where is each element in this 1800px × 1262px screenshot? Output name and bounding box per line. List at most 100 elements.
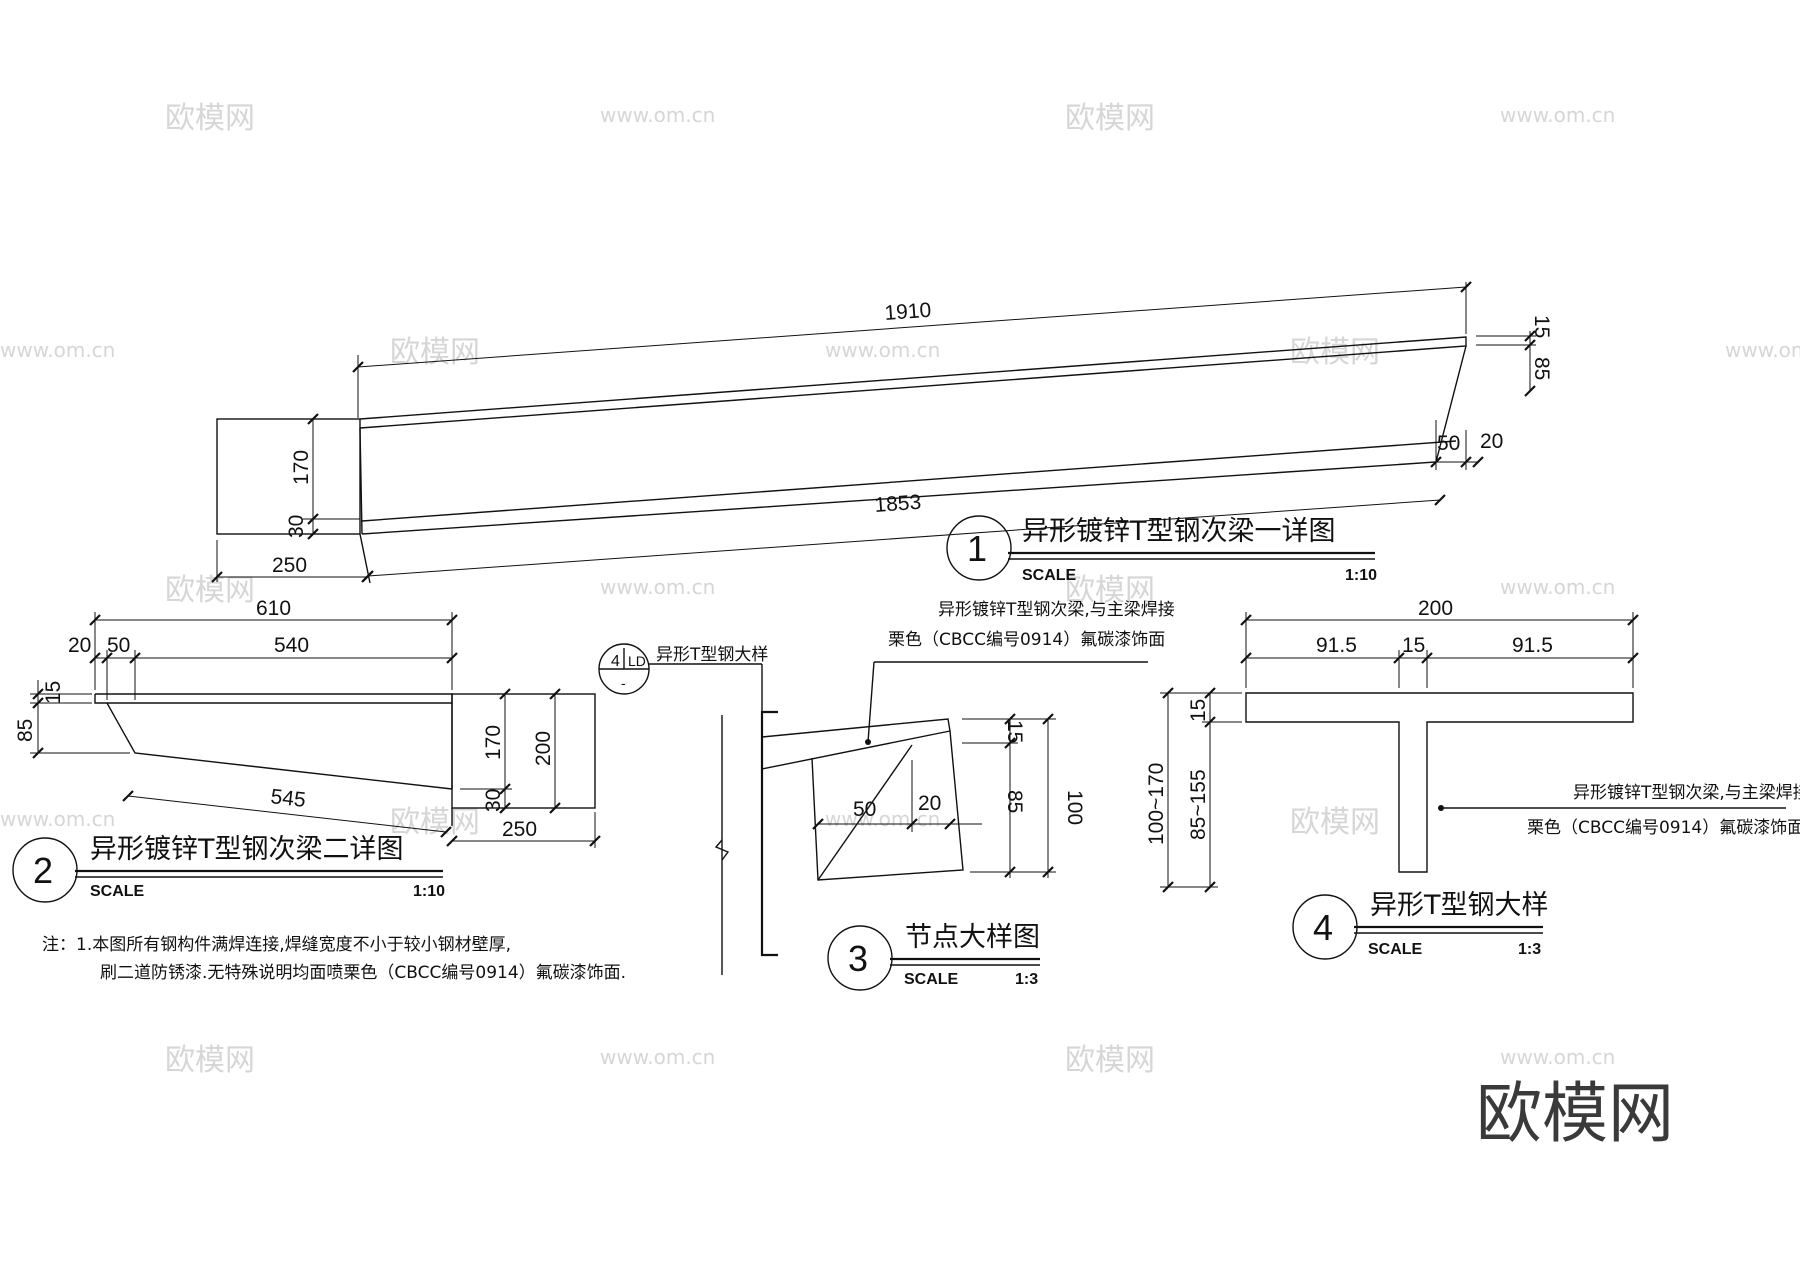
dim-tick — [499, 688, 511, 700]
dim-250: 250 — [272, 554, 307, 577]
detail-1-scale: 1:10 — [1345, 567, 1377, 584]
dim-tick — [1004, 737, 1016, 749]
dim-50: 50 — [853, 798, 876, 821]
detail-4-scale: 1:3 — [1518, 941, 1541, 958]
watermark-url: www.om.cn — [825, 807, 940, 831]
dim-tick — [32, 688, 44, 700]
dim-85: 85 — [1003, 790, 1026, 813]
detail-3-scale-label: SCALE — [904, 971, 959, 988]
dim-tick — [1162, 881, 1174, 893]
dim-tick — [129, 652, 141, 664]
dim-85-155: 85~155 — [1187, 769, 1210, 840]
dim-tick — [549, 802, 561, 814]
dim-tick — [589, 835, 601, 847]
dim-tick — [101, 652, 113, 664]
watermark-brand: 欧模网 — [1290, 335, 1380, 370]
beam2-top-flange — [94, 693, 453, 704]
dim-tick — [32, 747, 44, 759]
detail-3-ref-text: 异形T型钢大样 — [656, 645, 768, 665]
dim-tick — [440, 826, 452, 838]
dim-tick — [352, 361, 364, 373]
dim-170: 170 — [482, 725, 505, 760]
detail-3-title-text: 节点大样图 — [905, 922, 1040, 953]
dim-tick — [89, 652, 101, 664]
detail-3-scale: 1:3 — [1015, 971, 1038, 988]
watermark-brand: 欧模网 — [165, 101, 255, 136]
detail-3-number: 3 — [848, 938, 868, 979]
beam1-top-flange — [359, 336, 1467, 429]
dim-tick — [1524, 339, 1536, 351]
detail-2-scale-label: SCALE — [90, 883, 145, 900]
dim-tick — [1627, 614, 1639, 626]
dim-30: 30 — [285, 515, 308, 538]
dim-15: 15 — [1003, 720, 1026, 743]
dim-545: 545 — [269, 785, 306, 812]
detail-number-circle — [946, 515, 1012, 581]
dim-tick — [122, 790, 134, 802]
note-line-1: 注：1.本图所有钢构件满焊连接,焊缝宽度不小于较小钢材壁厚, — [42, 935, 511, 955]
dim-tick — [1627, 652, 1639, 664]
watermark-brand: 欧模网 — [1290, 805, 1380, 840]
watermark-brand: 欧模网 — [1065, 101, 1155, 136]
detail-3-title: 3 节点大样图 SCALE 1:3 — [827, 922, 1040, 991]
dim-15: 15 — [42, 681, 65, 704]
dim-tick — [1434, 494, 1446, 506]
dim-1853: 1853 — [874, 491, 922, 517]
note-line-2: 刷二道防锈漆.无特殊说明均面喷栗色（CBCC编号0914）氟碳漆饰面. — [100, 963, 626, 983]
watermark-url: www.om.cn — [1500, 103, 1615, 127]
detail-4-callout-line-1: 异形镀锌T型钢次梁,与主梁焊接 — [1573, 783, 1800, 803]
watermark-url: www.om.cn — [0, 807, 115, 831]
detail-2-title: 2 异形镀锌T型钢次梁二详图 SCALE 1:10 — [12, 834, 445, 903]
detail-1-scale-label: SCALE — [1022, 567, 1077, 584]
section-ref-code: LD — [628, 653, 646, 669]
dim-tick — [307, 528, 319, 540]
detail-3-node: 50 20 15 85 100 异形镀锌T型钢次梁,与主梁焊接 栗色（CBCC编… — [598, 600, 1175, 975]
section-ref-bottom: - — [621, 675, 626, 691]
dim-85: 85 — [1530, 357, 1553, 380]
detail-4-title-text: 异形T型钢大样 — [1370, 890, 1549, 921]
watermark-logo-text: 欧模网 — [1476, 1075, 1674, 1152]
dim-170: 170 — [290, 450, 313, 485]
dim-15-flange: 15 — [1187, 699, 1210, 722]
watermark-brand: 欧模网 — [1065, 573, 1155, 608]
callout-leader — [867, 661, 875, 743]
dim-tick — [211, 571, 223, 583]
watermark-url: www.om.cn — [1500, 575, 1615, 599]
dim-tick — [1004, 713, 1016, 725]
break-line — [714, 839, 730, 861]
dim-15: 15 — [1530, 315, 1553, 338]
detail-4-title: 4 异形T型钢大样 SCALE 1:3 — [1292, 890, 1549, 960]
dim-91-5-right: 91.5 — [1512, 634, 1553, 657]
dim-50: 50 — [107, 634, 130, 657]
detail-2-title-text: 异形镀锌T型钢次梁二详图 — [90, 834, 404, 865]
dim-tick — [1460, 281, 1472, 293]
dim-200: 200 — [1418, 597, 1453, 620]
dim-1910: 1910 — [884, 299, 932, 325]
dim-tick — [89, 614, 101, 626]
dim-tick — [1162, 687, 1174, 699]
beam1-web-bottom-1 — [361, 440, 1457, 522]
dim-tick — [1004, 866, 1016, 878]
dim-tick — [549, 688, 561, 700]
dim-tick — [1472, 456, 1484, 468]
main-beam-flange — [760, 710, 778, 957]
dim-line-1910 — [357, 286, 1467, 368]
watermark-brand: 欧模网 — [390, 805, 480, 840]
dim-line-545 — [127, 795, 447, 833]
detail-4-scale-label: SCALE — [1368, 941, 1423, 958]
dim-tick — [361, 571, 373, 583]
dim-tick — [944, 818, 956, 830]
watermark-url: www.om.cn — [0, 338, 115, 362]
dim-tick — [499, 802, 511, 814]
watermark-layer: 欧模网 www.om.cn 欧模网 www.om.cn www.om.cn 欧模… — [0, 101, 1800, 1152]
dim-tick — [307, 513, 319, 525]
dim-100-170: 100~170 — [1145, 763, 1168, 845]
dim-20: 20 — [68, 634, 91, 657]
detail-1-beam: 1910 1853 170 30 250 15 85 — [211, 281, 1553, 584]
dim-tick — [1460, 456, 1472, 468]
watermark-brand: 欧模网 — [165, 573, 255, 608]
watermark-url: www.om.cn — [600, 1045, 715, 1069]
watermark-url: www.om.cn — [1500, 1045, 1615, 1069]
detail-4-number: 4 — [1313, 907, 1333, 948]
